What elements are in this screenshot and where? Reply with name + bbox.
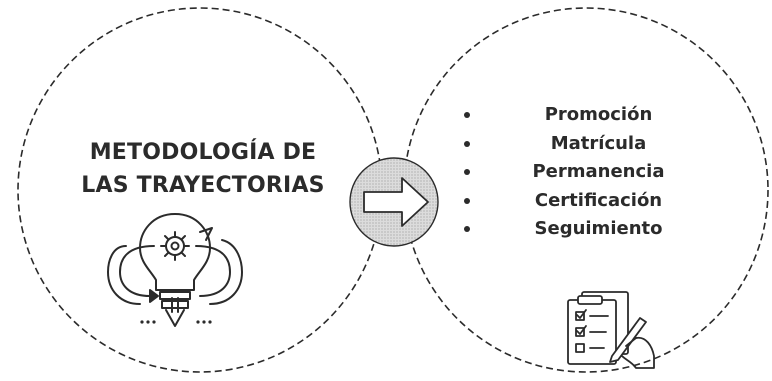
- list-item-label: Promoción: [544, 104, 653, 125]
- clipboard-checklist-pen-icon: [567, 291, 655, 369]
- bullet: [464, 140, 470, 147]
- list-item-matricula: Matrícula: [460, 130, 715, 159]
- right-arrow-icon: [363, 177, 429, 227]
- list-item-certificacion: Certificación: [460, 187, 715, 216]
- list-item-label: Seguimiento: [534, 218, 663, 240]
- list-item-label: Matrícula: [550, 132, 647, 154]
- title-line-1: METODOLOGÍA DE: [89, 140, 317, 165]
- methodology-title: METODOLOGÍA DE LAS TRAYECTORIAS: [48, 136, 358, 202]
- title-line-2: LAS TRAYECTORIAS: [81, 173, 325, 198]
- bullet: [464, 112, 470, 118]
- bullet: [464, 169, 470, 176]
- arrow-badge: [349, 157, 439, 247]
- ellipsis-dots: [140, 320, 212, 324]
- list-item-label: Certificación: [534, 189, 663, 211]
- list-item-label: Permanencia: [532, 161, 665, 183]
- bullet: [464, 197, 470, 204]
- list-item-permanencia: Permanencia: [460, 158, 715, 187]
- right-circle: [403, 7, 769, 373]
- bullet: [464, 226, 470, 233]
- list-item-seguimiento: Seguimiento: [460, 215, 715, 244]
- list-item-promocion: Promoción: [460, 101, 715, 130]
- lightbulb-gear-cycle-icon: [107, 213, 243, 327]
- stages-list: Promoción Matrícula Permanencia Certific…: [460, 101, 715, 244]
